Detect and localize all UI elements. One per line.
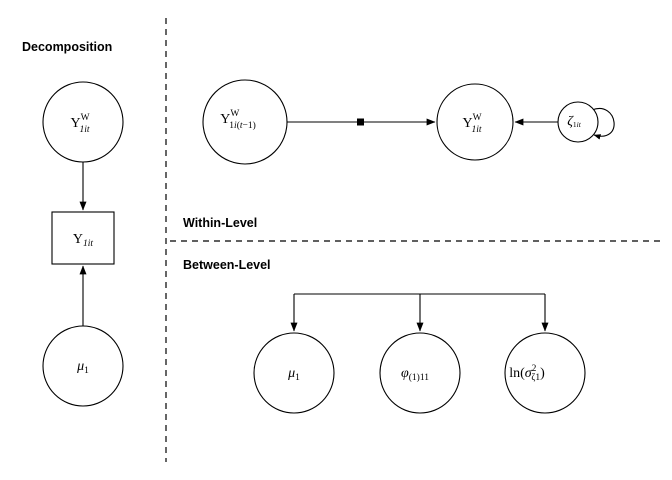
node-within-zeta: ζ1it xyxy=(557,101,599,143)
circle-shape xyxy=(202,79,288,165)
node-decomposition-mu1: μ1 xyxy=(42,325,124,407)
circle-shape xyxy=(42,325,124,407)
circle-shape xyxy=(557,101,599,143)
node-label: φ(1)11 xyxy=(401,366,429,383)
circle-shape xyxy=(253,332,335,414)
circle-shape xyxy=(42,81,124,163)
node-label: μ1 xyxy=(287,366,300,383)
node-label: μ1 xyxy=(76,359,89,376)
random-slope-marker-icon xyxy=(357,118,364,126)
edge-zeta-variance-self-loop xyxy=(584,107,615,140)
decomposition-title: Decomposition xyxy=(22,40,112,54)
node-between-phi: φ(1)11 xyxy=(379,332,461,414)
node-decomposition-y-observed: Y1it xyxy=(51,211,115,265)
between-level-title: Between-Level xyxy=(183,258,271,272)
node-between-mu1: μ1 xyxy=(253,332,335,414)
circle-shape xyxy=(379,332,461,414)
circle-shape xyxy=(436,83,514,161)
node-label: Y1it xyxy=(73,232,94,249)
circle-shape xyxy=(504,332,586,414)
rect-shape xyxy=(51,211,115,265)
node-label: ζ1it xyxy=(567,114,582,129)
within-level-title: Within-Level xyxy=(183,216,257,230)
